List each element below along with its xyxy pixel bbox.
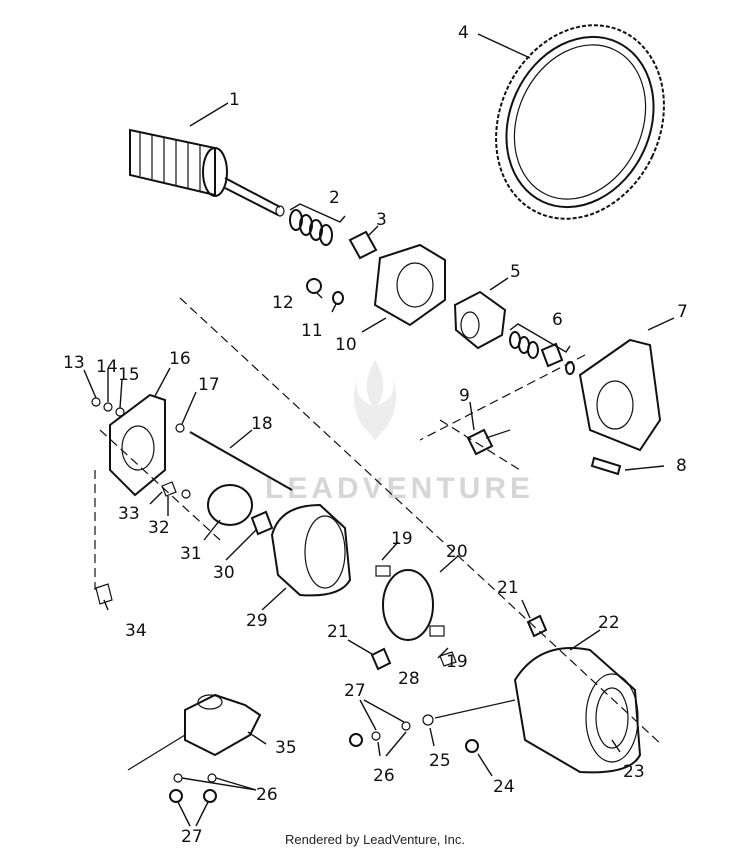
leader-lines [83,33,675,827]
armature-part [129,128,285,217]
screw-33-part [161,481,177,497]
solenoid-part [127,693,262,771]
callout-26a: 26 [373,766,395,786]
callout-12: 12 [272,293,294,313]
callout-20: 20 [446,542,468,562]
callout-33: 33 [118,504,140,524]
field-frame-part [434,647,642,774]
washer-25-part [422,714,434,726]
callout-6: 6 [552,310,563,330]
spring-part [289,209,333,246]
bushing-part [348,230,378,260]
watermark-logo [353,360,397,440]
callout-32: 32 [148,518,170,538]
washer-15-part [115,407,125,417]
callout-9: 9 [459,386,470,406]
callout-30: 30 [213,563,235,583]
callout-27a: 27 [344,681,366,701]
screw-24-part [465,739,479,753]
alignment-lines [94,297,663,746]
callout-4: 4 [458,23,469,43]
callout-11: 11 [301,321,323,341]
brush-21a-part [370,647,392,671]
callout-1: 1 [229,90,240,110]
watermark-text: LEADVENTURE [265,472,534,505]
callout-34: 34 [125,621,147,641]
callout-17: 17 [198,375,220,395]
callout-10: 10 [335,335,357,355]
nut-part [306,278,322,294]
through-bolt-part [175,423,293,491]
callout-21b: 21 [497,578,519,598]
callout-19a: 19 [391,529,413,549]
brush-holder-ring-part [207,484,253,526]
callout-19b: 19 [446,652,468,672]
callout-labels: 1 2 3 4 5 6 7 8 9 10 11 12 13 14 15 16 1… [63,23,688,847]
nut-27-part [349,733,363,747]
screw-13-part [91,397,101,407]
brush-21b-part [526,614,548,638]
insulator-28-part [439,651,457,667]
pinion-drive-part [453,290,507,350]
bolt-8-part [590,456,665,476]
washer-32-part [181,489,191,499]
drive-spring-part [509,331,575,375]
callout-18: 18 [251,414,273,434]
callout-3: 3 [376,210,387,230]
callout-29: 29 [246,611,268,631]
drive-end-cap-part [373,243,446,327]
callout-35: 35 [275,738,297,758]
callout-8: 8 [676,456,687,476]
footer-credit: Rendered by LeadVenture, Inc. [285,832,465,847]
callout-26b: 26 [256,785,278,805]
callout-14: 14 [96,357,118,377]
nut-27b-part [169,789,217,803]
callout-28: 28 [398,669,420,689]
bushing-30-part [250,510,274,536]
washer-14-part [103,402,113,412]
callout-27b: 27 [181,827,203,847]
callout-31: 31 [180,544,202,564]
washer-part [332,291,344,305]
end-housing-29-part [270,503,352,597]
callout-2: 2 [329,188,340,208]
callout-23: 23 [623,762,645,782]
ring-gear-part [495,24,665,220]
callout-16: 16 [169,349,191,369]
washer-26-part [371,721,411,741]
callout-21a: 21 [327,622,349,642]
mounting-bracket-part [578,338,662,452]
end-plate-part [109,393,166,497]
callout-5: 5 [510,262,521,282]
callout-15: 15 [118,365,140,385]
brush-plate-part [375,565,445,641]
callout-22: 22 [598,613,620,633]
bolt-9-part [466,428,511,456]
terminal-34-part [95,583,113,605]
callout-24: 24 [493,777,515,797]
callout-25: 25 [429,751,451,771]
callout-7: 7 [677,302,688,322]
callout-13: 13 [63,353,85,373]
